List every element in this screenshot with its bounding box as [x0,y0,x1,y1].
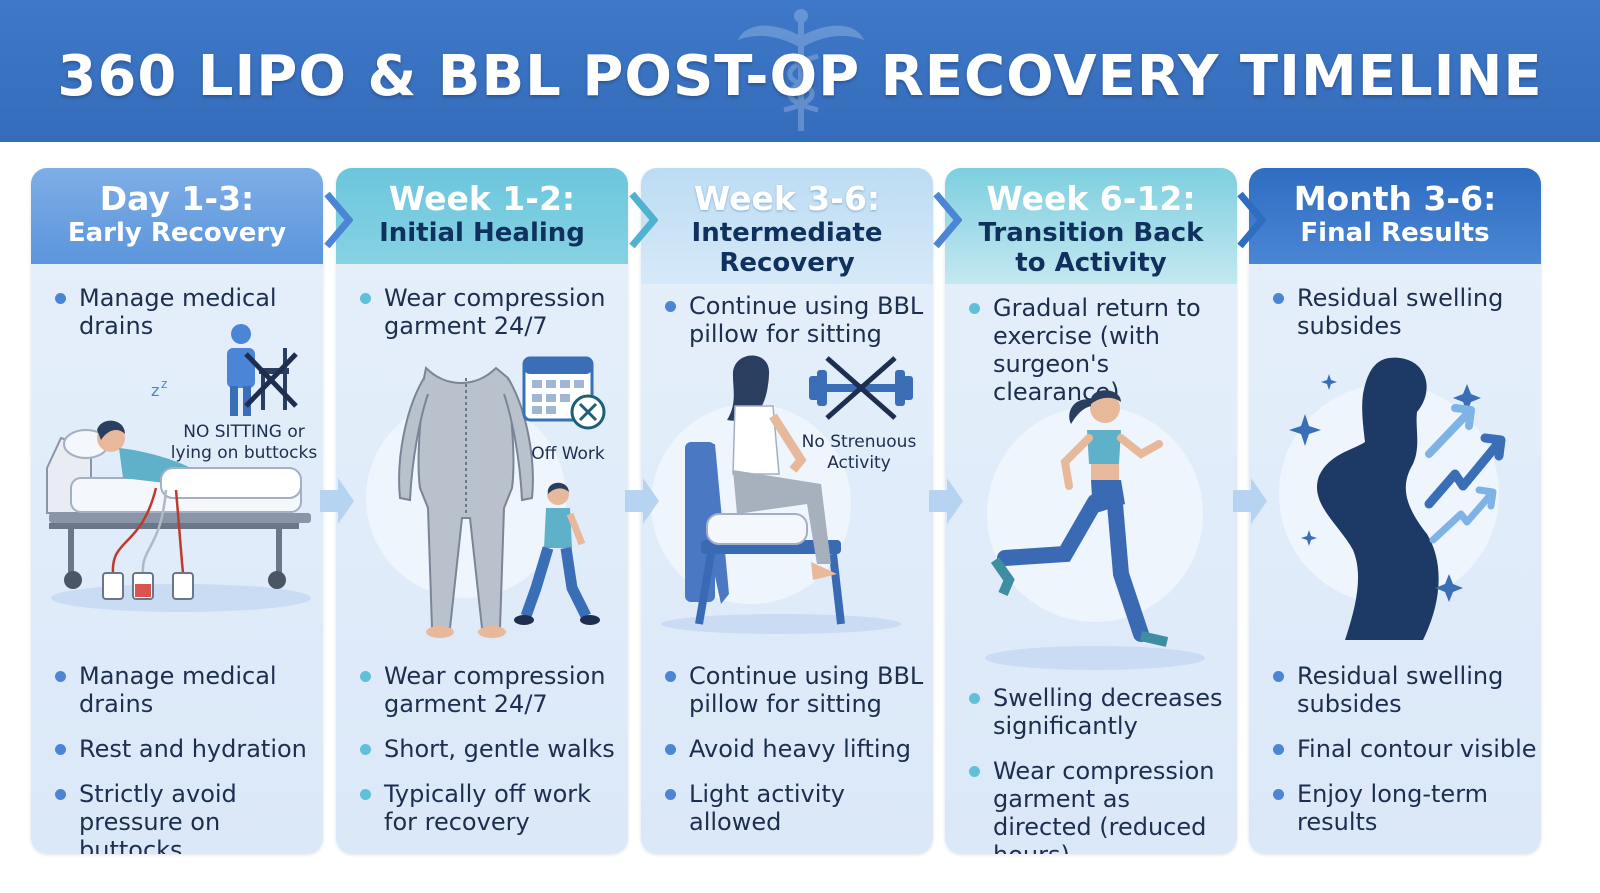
bottom-points: Continue using BBL pillow for sitting Av… [663,662,925,853]
phase-card-week-6-12: Week 6-12: Transition Back to Activity G… [945,168,1237,854]
phase-title: Month 3-6: [1293,179,1497,218]
list-item: Residual swelling subsides [1271,284,1531,340]
list-item: Wear compression garment 24/7 [358,662,620,718]
top-points: Continue using BBL pillow for sitting [663,292,925,365]
chevron-right-icon [324,191,353,249]
caduceus-icon [738,9,864,131]
list-item: Wear compression garment 24/7 [358,284,608,340]
list-item: Continue using BBL pillow for sitting [663,662,925,718]
silhouette-icon [1279,357,1506,640]
bottom-points: Swelling decreases significantly Wear co… [967,684,1233,854]
page-title: 360 LIPO & BBL POST-OP RECOVERY TIMELINE [57,44,1543,109]
phase-title: Week 6-12: [986,179,1196,218]
phase-header: Week 1-2: Initial Healing [336,168,628,264]
svg-text:z: z [151,381,159,400]
illustration-note: NO SITTING or lying on buttocks [170,422,318,463]
phase-header: Month 3-6: Final Results [1249,168,1541,264]
top-points: Gradual return to exercise (with surgeon… [967,294,1233,423]
phase-title: Week 1-2: [388,179,576,218]
list-item: Manage medical drains [53,662,315,718]
top-points: Wear compression garment 24/7 [358,284,608,357]
list-item: Strictly avoid pressure on buttocks [53,780,315,854]
chevron-right-icon [933,191,962,249]
woman-on-pillow-icon [651,355,913,634]
compression-garment-icon [366,356,606,638]
phase-subtitle: Intermediate Recovery [691,218,883,278]
list-item: Wear compression garment as directed (re… [967,757,1233,854]
bottom-points: Manage medical drains Rest and hydration… [53,662,315,854]
phase-subtitle: Final Results [1300,218,1490,248]
list-item: Gradual return to exercise (with surgeon… [967,294,1233,406]
phase-subtitle: Early Recovery [67,218,287,248]
arrow-right-icon [1233,478,1267,524]
phase-header: Week 6-12: Transition Back to Activity [945,168,1237,284]
list-item: Short, gentle walks [358,735,620,763]
phase-subtitle: Initial Healing [379,218,585,248]
trend-arrow-icon [1424,404,1506,544]
list-item: Manage medical drains [53,284,303,340]
list-item: Avoid heavy lifting [663,735,925,763]
arrow-right-icon [929,478,963,524]
illustration-note: No Strenuous Activity [801,432,917,473]
list-item: Rest and hydration [53,735,315,763]
arrow-right-icon [320,478,354,524]
list-item: Light activity allowed [663,780,925,836]
list-item: Typically off work for recovery [358,780,620,836]
phase-card-month-3-6: Month 3-6: Final Results Residual swelli… [1249,168,1541,854]
phase-title: Week 3-6: [693,179,881,218]
phase-header: Day 1-3: Early Recovery [31,168,323,264]
arrow-right-icon [625,478,659,524]
list-item: Enjoy long-term results [1271,780,1539,836]
phase-card-day-1-3: Day 1-3: Early Recovery Manage medical d… [31,168,323,854]
list-item: Swelling decreases significantly [967,684,1233,740]
chevron-right-icon [1237,191,1266,249]
illustration-note: Off Work [531,444,605,464]
calendar-off-icon [522,356,606,430]
walking-person-icon [514,482,600,625]
list-item: Final contour visible [1271,735,1539,763]
list-item: Residual swelling subsides [1271,662,1539,718]
list-item: Continue using BBL pillow for sitting [663,292,925,348]
phase-card-week-3-6: Week 3-6: Intermediate Recovery Continue… [641,168,933,854]
patient-bed-icon: z z [46,324,311,612]
bottom-points: Wear compression garment 24/7 Short, gen… [358,662,620,853]
chevron-right-icon [629,191,658,249]
phase-title: Day 1-3: [99,179,255,218]
phase-card-week-1-2: Week 1-2: Initial Healing Wear compressi… [336,168,628,854]
title-banner: 360 LIPO & BBL POST-OP RECOVERY TIMELINE [0,0,1600,142]
top-points: Manage medical drains [53,284,303,357]
svg-text:z: z [161,377,167,391]
phase-header: Week 3-6: Intermediate Recovery [641,168,933,284]
no-sitting-icon [227,324,298,416]
no-dumbbell-icon [809,356,913,420]
top-points: Residual swelling subsides [1271,284,1531,357]
sparkle-icon [1289,374,1481,602]
phase-subtitle: Transition Back to Activity [978,218,1204,278]
bottom-points: Residual swelling subsides Final contour… [1271,662,1539,853]
runner-icon [985,390,1205,670]
